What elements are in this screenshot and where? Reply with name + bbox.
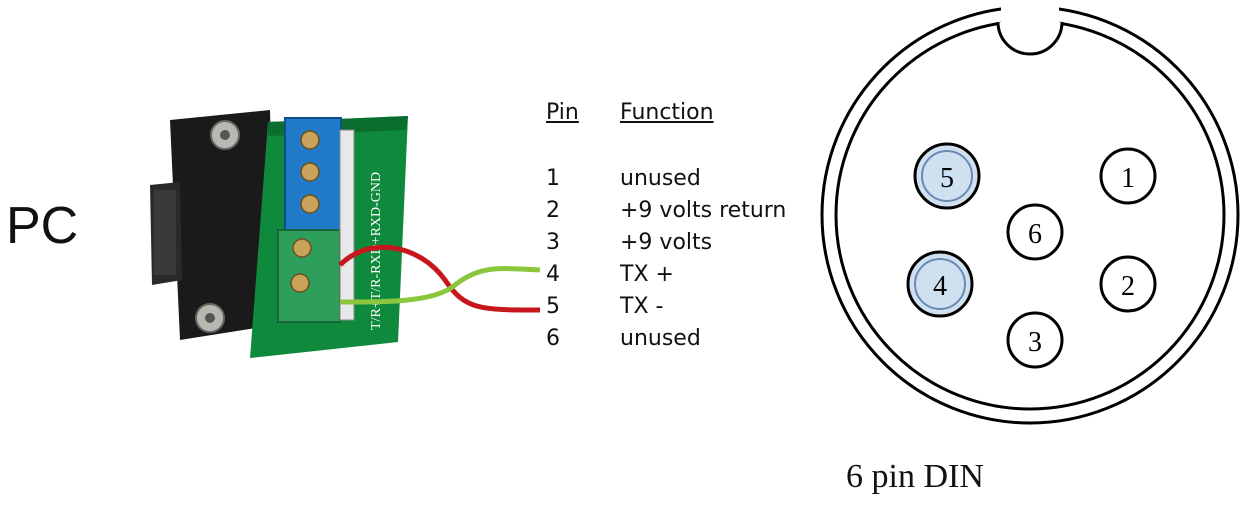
- pin-function: unused: [620, 326, 701, 351]
- din-key-notch: [996, 21, 1064, 56]
- adapter-silkscreen: T/R+T/R-RXD+RXD-GND: [369, 172, 384, 330]
- din-pin-3: 3: [1006, 311, 1064, 369]
- db9-terminal-adapter: T/R+T/R-RXD+RXD-GND: [150, 110, 408, 358]
- pin-column-header: Pin: [546, 100, 579, 125]
- pin-function: +9 volts return: [620, 198, 787, 223]
- pin-number: 6: [546, 326, 560, 351]
- din-caption: 6 pin DIN: [846, 458, 984, 495]
- pin-function: +9 volts: [620, 230, 713, 255]
- din-pin-6-label: 6: [1028, 219, 1042, 250]
- function-column-header: Function: [620, 100, 714, 125]
- din-pin-5-label: 5: [940, 163, 954, 194]
- din-pin-5: 5: [913, 142, 981, 210]
- wire-red: [338, 244, 541, 313]
- din-pin-1-label: 1: [1121, 163, 1135, 194]
- pin-number: 1: [546, 166, 560, 191]
- din-pin-4: 4: [906, 250, 974, 318]
- din-pin-2-label: 2: [1121, 271, 1135, 302]
- pin-number: 3: [546, 230, 560, 255]
- pin-number: 5: [546, 294, 560, 319]
- din-pin-1: 1: [1099, 147, 1157, 205]
- pin-number: 4: [546, 262, 560, 287]
- pin-function: unused: [620, 166, 701, 191]
- din-pin-3-label: 3: [1028, 327, 1042, 358]
- din-pin-4-label: 4: [933, 271, 947, 302]
- din-connector-diagram: 5 1 6 4 2 3: [820, 0, 1240, 425]
- pc-label: PC: [6, 197, 79, 255]
- pin-function: TX +: [620, 262, 674, 287]
- pin-function: TX -: [620, 294, 664, 319]
- din-pin-6: 6: [1006, 203, 1064, 261]
- pin-number: 2: [546, 198, 560, 223]
- wires: [338, 244, 541, 313]
- din-pin-2: 2: [1099, 255, 1157, 313]
- wire-green: [339, 266, 541, 305]
